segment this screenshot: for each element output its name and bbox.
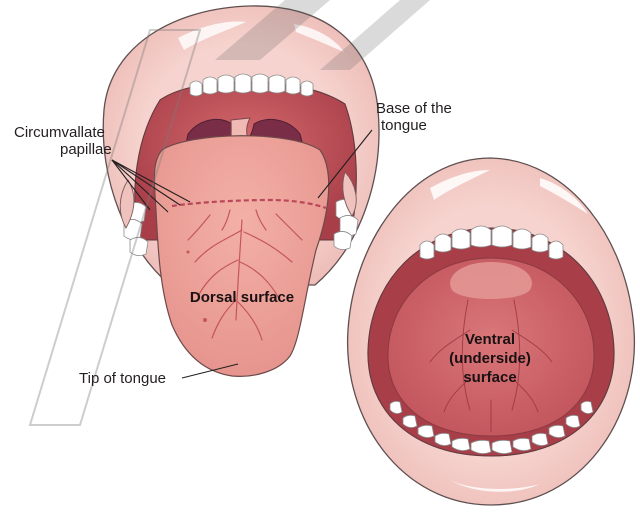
label-base-line2: tongue bbox=[376, 117, 496, 134]
tongue bbox=[154, 136, 328, 377]
label-base-of-tongue: Base of the tongue bbox=[376, 100, 496, 134]
label-ventral-line1: Ventral bbox=[430, 330, 550, 349]
label-ventral-line2: (underside) bbox=[430, 349, 550, 368]
papilla-dot bbox=[203, 318, 207, 322]
label-circumvallate-line2: papillae bbox=[14, 141, 152, 158]
label-tip-of-tongue: Tip of tongue bbox=[79, 370, 199, 387]
label-circumvallate-line1: Circumvallate bbox=[14, 124, 105, 141]
label-ventral-line3: surface bbox=[430, 368, 550, 387]
label-base-line1: Base of the bbox=[376, 100, 452, 117]
papilla-dot bbox=[187, 251, 190, 254]
label-circumvallate-papillae: Circumvallate papillae bbox=[14, 124, 152, 158]
label-ventral-surface: Ventral (underside) surface bbox=[430, 330, 550, 387]
label-dorsal-surface: Dorsal surface bbox=[172, 289, 312, 306]
